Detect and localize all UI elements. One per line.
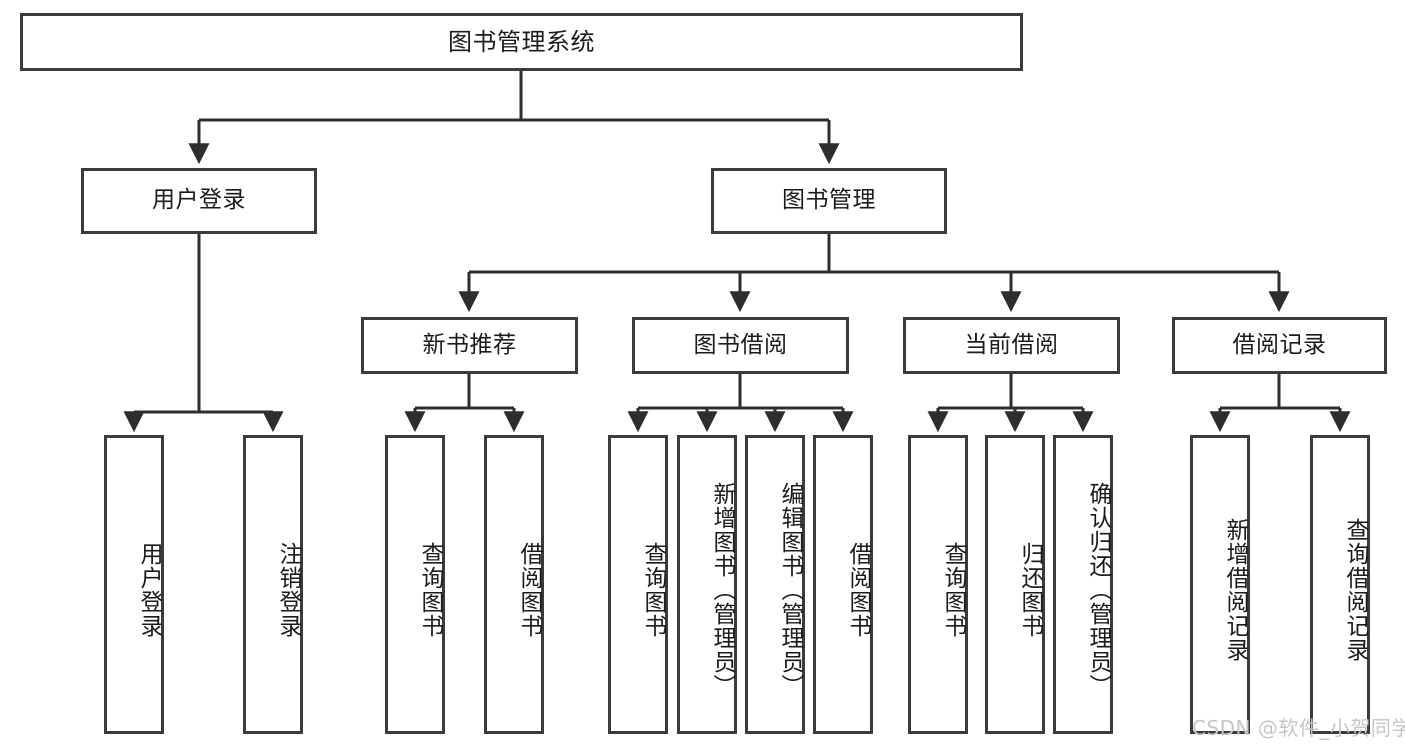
node-borrow-record[interactable]: 借阅记录: [1172, 317, 1387, 374]
node-leaf-borrow-book[interactable]: 借阅图书: [813, 435, 873, 734]
node-book-management[interactable]: 图书管理: [711, 168, 947, 234]
node-user-login[interactable]: 用户登录: [81, 168, 317, 234]
node-leaf-edit-book-admin[interactable]: 编辑图书（管理员）: [745, 435, 805, 734]
csdn-watermark: CSDN @软件_小贺同学: [1192, 716, 1405, 740]
node-leaf-query-book-recommend[interactable]: 查询图书: [385, 435, 445, 734]
node-leaf-add-book-admin[interactable]: 新增图书（管理员）: [677, 435, 737, 734]
node-leaf-query-book-borrow[interactable]: 查询图书: [608, 435, 668, 734]
node-leaf-return-book[interactable]: 归还图书: [985, 435, 1045, 734]
node-leaf-query-book-current[interactable]: 查询图书: [908, 435, 968, 734]
node-leaf-user-login[interactable]: 用户登录: [104, 435, 164, 734]
node-book-borrow[interactable]: 图书借阅: [632, 317, 849, 374]
node-leaf-add-borrow-record[interactable]: 新增借阅记录: [1190, 435, 1250, 734]
node-new-book-recommend[interactable]: 新书推荐: [361, 317, 578, 374]
node-leaf-query-borrow-record[interactable]: 查询借阅记录: [1310, 435, 1370, 734]
node-leaf-confirm-return-admin[interactable]: 确认归还（管理员）: [1053, 435, 1113, 734]
node-current-borrow[interactable]: 当前借阅: [903, 317, 1120, 374]
node-leaf-borrow-book-recommend[interactable]: 借阅图书: [484, 435, 544, 734]
node-leaf-logout-login[interactable]: 注销登录: [243, 435, 303, 734]
node-root-book-management-system[interactable]: 图书管理系统: [20, 13, 1023, 71]
